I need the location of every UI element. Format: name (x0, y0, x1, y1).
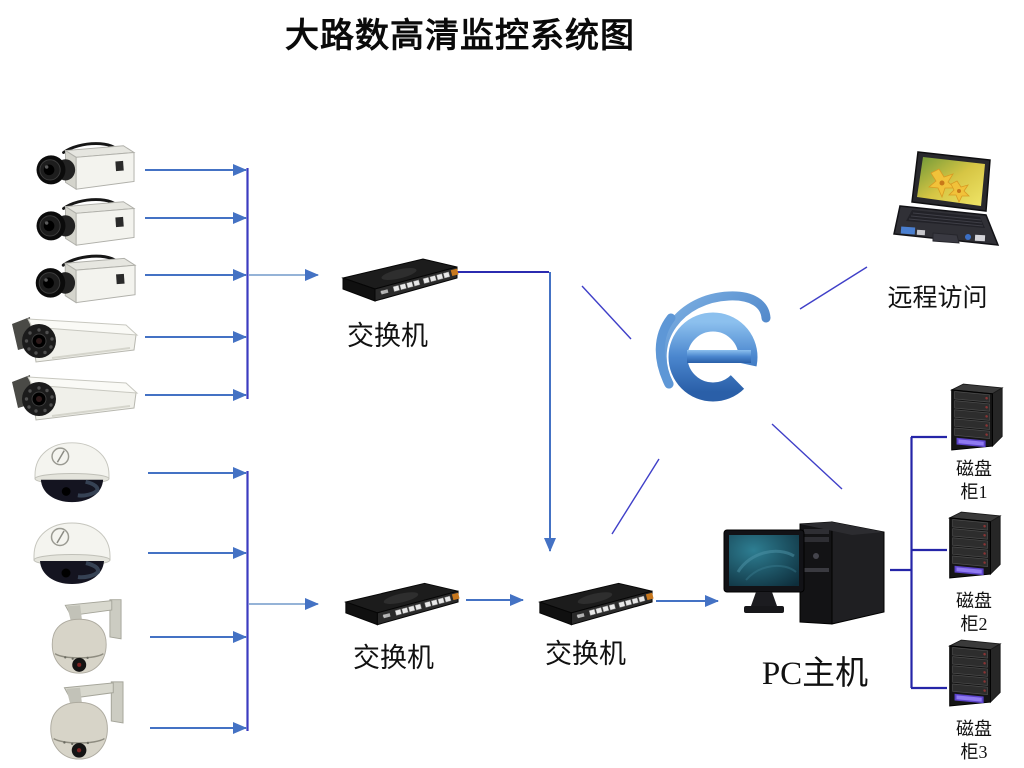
disk-cabinet-2-node (940, 510, 1004, 582)
disk-cabinet-1-node (942, 382, 1006, 454)
disk-cabinet-3-label: 磁盘 柜3 (936, 718, 1012, 764)
disk-cabinet-3-label-line2: 柜3 (960, 742, 988, 762)
remote-laptop-node (893, 146, 1001, 262)
disk-cabinet-2-label-line2: 柜2 (960, 614, 988, 634)
dome-camera-icon (24, 516, 120, 590)
pc-host-node (720, 512, 896, 636)
disk-array-icon (942, 382, 1006, 454)
camera-node-2 (20, 194, 138, 250)
camera-node-9 (26, 678, 138, 762)
switch-icon (530, 576, 656, 632)
camera-node-3 (20, 250, 138, 308)
box-camera-icon (20, 194, 138, 250)
laptop-icon (893, 146, 1001, 262)
diagram-title: 大路数高清监控系统图 (285, 18, 635, 55)
box-camera-icon (20, 250, 138, 308)
dome-camera-icon (24, 436, 120, 508)
bullet-camera-icon (6, 368, 140, 430)
camera-node-7 (24, 516, 120, 590)
disk-cabinet-2-label: 磁盘 柜2 (936, 590, 1012, 636)
ptz-camera-icon (26, 678, 138, 762)
ptz-camera-icon (26, 596, 138, 676)
switch-2-node (336, 576, 462, 632)
disk-cabinet-3-node (940, 638, 1004, 710)
internet-node (652, 290, 774, 410)
disk-cabinet-3-label-line1: 磁盘 (956, 719, 992, 739)
switch-icon (333, 250, 461, 310)
disk-array-icon (940, 638, 1004, 710)
disk-array-icon (940, 510, 1004, 582)
pc-host-label: PC主机 (761, 656, 869, 692)
disk-cabinet-1-label: 磁盘 柜1 (936, 458, 1012, 504)
box-camera-icon (20, 138, 138, 194)
switch-3-label: 交换机 (545, 639, 626, 669)
switch-icon (336, 576, 462, 632)
bottom-camera-arrows (148, 467, 247, 734)
disk-cabinet-1-label-line2: 柜1 (960, 482, 988, 502)
top-camera-arrows (145, 164, 247, 401)
internet-explorer-icon (652, 290, 774, 410)
disk-cabinet-1-label-line1: 磁盘 (956, 459, 992, 479)
camera-node-4 (6, 310, 140, 372)
bullet-camera-icon (6, 310, 140, 372)
switch-1-node (333, 250, 461, 310)
switch-1-label: 交换机 (347, 321, 428, 351)
remote-access-label: 远程访问 (887, 285, 988, 312)
switch-3-node (530, 576, 656, 632)
switch-2-label: 交换机 (353, 643, 434, 673)
disk-cabinet-2-label-line1: 磁盘 (956, 591, 992, 611)
camera-node-5 (6, 368, 140, 430)
desktop-pc-icon (720, 512, 896, 636)
camera-node-8 (26, 596, 138, 676)
camera-node-1 (20, 138, 138, 194)
camera-node-6 (24, 436, 120, 508)
